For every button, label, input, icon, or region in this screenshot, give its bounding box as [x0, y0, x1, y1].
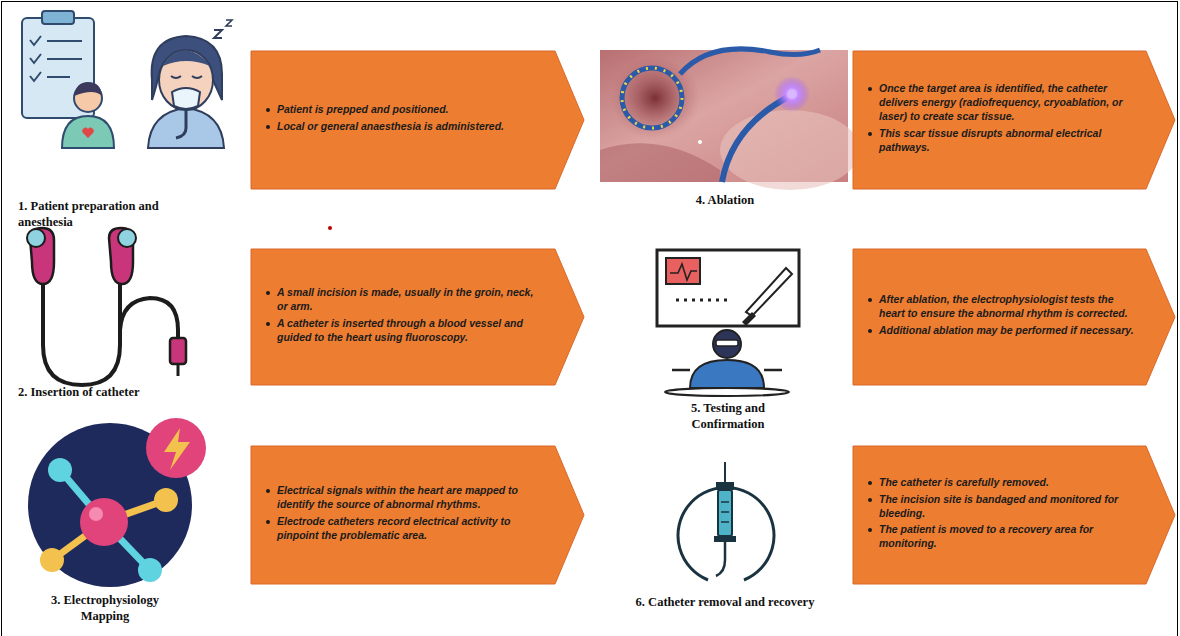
bullet-text: This scar tissue disrupts abnormal elect… [866, 127, 1136, 155]
bullet-text: The catheter is carefully removed. [866, 476, 1136, 490]
bullet-text-content: A catheter is inserted through a blood v… [277, 317, 523, 343]
bullet-dot [868, 329, 872, 333]
bullet-dot [266, 489, 270, 493]
step-caption: 2. Insertion of catheter [18, 384, 218, 400]
bullet-text: Once the target area is identified, the … [866, 82, 1136, 124]
bullet-text: After ablation, the electrophysiologist … [866, 293, 1136, 321]
bullet-text-content: Once the target area is identified, the … [879, 82, 1123, 122]
bullet-text-content: Patient is prepped and positioned. [277, 103, 449, 115]
bullet-dot [266, 322, 270, 326]
bullet-text: A catheter is inserted through a blood v… [264, 317, 545, 345]
step-arrow-box: Electrical signals within the heart are … [250, 445, 585, 585]
bullet-text-content: A small incision is made, usually in the… [277, 286, 533, 312]
bullet-dot [266, 520, 270, 524]
bullet-text: A small incision is made, usually in the… [264, 286, 545, 314]
box-content: Once the target area is identified, the … [852, 50, 1176, 190]
bullet-text: The patient is moved to a recovery area … [866, 523, 1136, 551]
bullet-text-content: The patient is moved to a recovery area … [879, 523, 1093, 549]
step-caption: 1. Patient preparation and anesthesia [18, 198, 196, 231]
stray-dot [328, 226, 332, 230]
bullet-dot [868, 498, 872, 502]
ablation-image [600, 49, 860, 190]
step-caption: 4. Ablation [640, 192, 810, 208]
step-arrow-box: A small incision is made, usually in the… [250, 248, 585, 386]
bullet-dot [266, 291, 270, 295]
bullet-text: Local or general anaesthesia is administ… [264, 120, 545, 134]
bullet-text-content: After ablation, the electrophysiologist … [879, 293, 1128, 319]
arrow-fill [853, 249, 1175, 385]
bullet-text-content: Additional ablation may be performed if … [879, 324, 1134, 336]
box-content: Electrical signals within the heart are … [250, 445, 585, 585]
bullet-text: Additional ablation may be performed if … [866, 324, 1136, 338]
bullet-dot [868, 87, 872, 91]
anaesthesia-icon [148, 20, 232, 148]
bullet-dot [868, 528, 872, 532]
box-content: After ablation, the electrophysiologist … [852, 248, 1176, 386]
bullet-dot [266, 125, 270, 129]
step-caption: 3. Electrophysiology Mapping [30, 592, 180, 625]
box-content: The catheter is carefully removed. The in… [852, 445, 1176, 585]
bullet-text-content: Local or general anaesthesia is administ… [277, 120, 504, 132]
box-content: Patient is prepped and positioned. Local … [250, 50, 585, 190]
bullet-dot [868, 481, 872, 485]
step-caption: 5. Testing and Confirmation [658, 400, 798, 433]
catheter-cable-icon [27, 228, 186, 385]
bullet-text: Patient is prepped and positioned. [264, 103, 545, 117]
step-caption: 6. Catheter removal and recovery [625, 594, 825, 610]
bullet-text-content: Electrode catheters record electrical ac… [277, 515, 510, 541]
step-arrow-box: The catheter is carefully removed. The in… [852, 445, 1176, 585]
bullet-dot [868, 298, 872, 302]
bullet-text: Electrical signals within the heart are … [264, 484, 545, 512]
bullet-text-content: The incision site is bandaged and monito… [879, 493, 1118, 519]
bullet-text-content: Electrical signals within the heart are … [277, 484, 518, 510]
bullet-text-content: The catheter is carefully removed. [879, 476, 1049, 488]
arrow-fill [853, 51, 1175, 189]
clipboard-icon [22, 11, 114, 148]
step-arrow-box: After ablation, the electrophysiologist … [852, 248, 1176, 386]
bullet-dot [868, 132, 872, 136]
bullet-text-content: This scar tissue disrupts abnormal elect… [879, 127, 1101, 153]
arrow-fill [251, 51, 584, 189]
arrow-fill [251, 446, 584, 584]
mapping-icon [28, 418, 206, 587]
bullet-text: The incision site is bandaged and monito… [866, 493, 1136, 521]
step-arrow-box: Patient is prepped and positioned. Local … [250, 50, 585, 190]
bullet-dot [266, 108, 270, 112]
removal-icon [678, 462, 774, 580]
arrow-fill [251, 249, 584, 385]
arrow-fill [853, 446, 1175, 584]
box-content: A small incision is made, usually in the… [250, 248, 585, 386]
bullet-text: Electrode catheters record electrical ac… [264, 515, 545, 543]
step-arrow-box: Once the target area is identified, the … [852, 50, 1176, 190]
testing-icon [657, 250, 799, 396]
